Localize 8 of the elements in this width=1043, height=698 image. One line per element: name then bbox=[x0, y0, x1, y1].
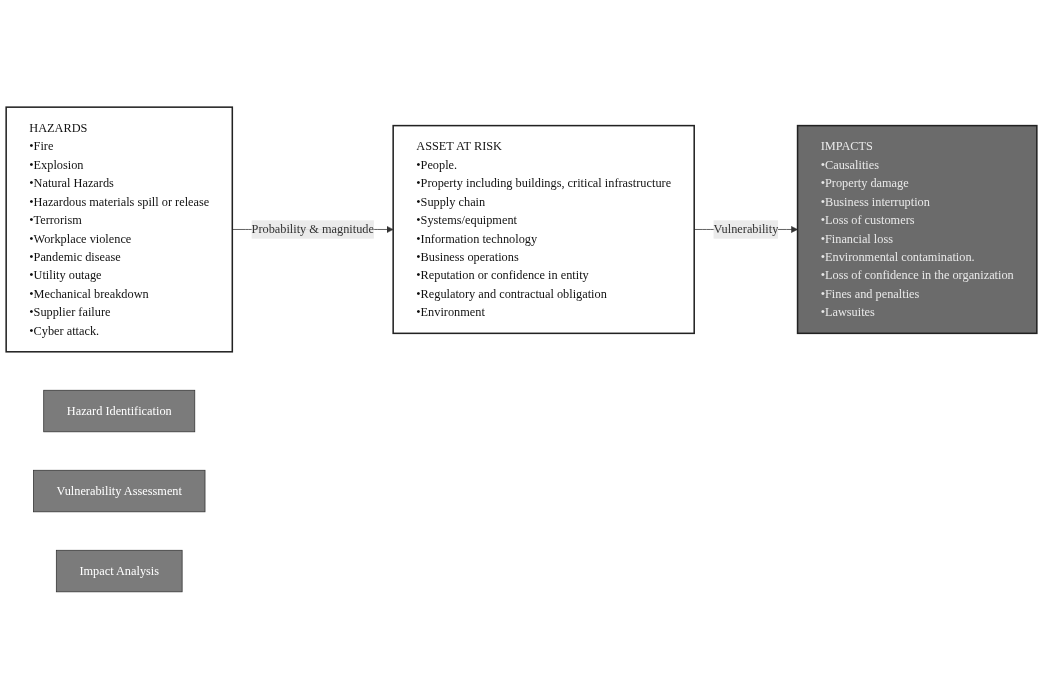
edge-label: Vulnerability bbox=[713, 222, 779, 236]
node-box: ASSET AT RISK •People. •Property including buildings, critical infrastructure •Supply chain •Systems/equipment •Information technology •Business operations •Reputation or confidence in entity •Regulatory and contractual obligation •Environment bbox=[392, 124, 695, 334]
node-box: Impact Analysis bbox=[55, 549, 183, 592]
node-box: IMPACTS •Causalities •Property damage •Business interruption •Loss of customers •Financial loss •Environmental contamination. •Loss of confidence in the organization •Fines and penalties •Lawsuites bbox=[796, 124, 1038, 334]
node-box: Vulnerability Assessment bbox=[33, 469, 206, 512]
edge-label: Probability & magnitude bbox=[251, 222, 374, 236]
node-box: Hazard Identification bbox=[43, 389, 196, 432]
node-box: HAZARDS •Fire •Explosion •Natural Hazards •Hazardous materials spill or release •Terrorism •Workplace violence •Pandemic disease •Utility outage •Mechanical breakdown •Supplier failure •Cyber attack. bbox=[5, 105, 234, 353]
